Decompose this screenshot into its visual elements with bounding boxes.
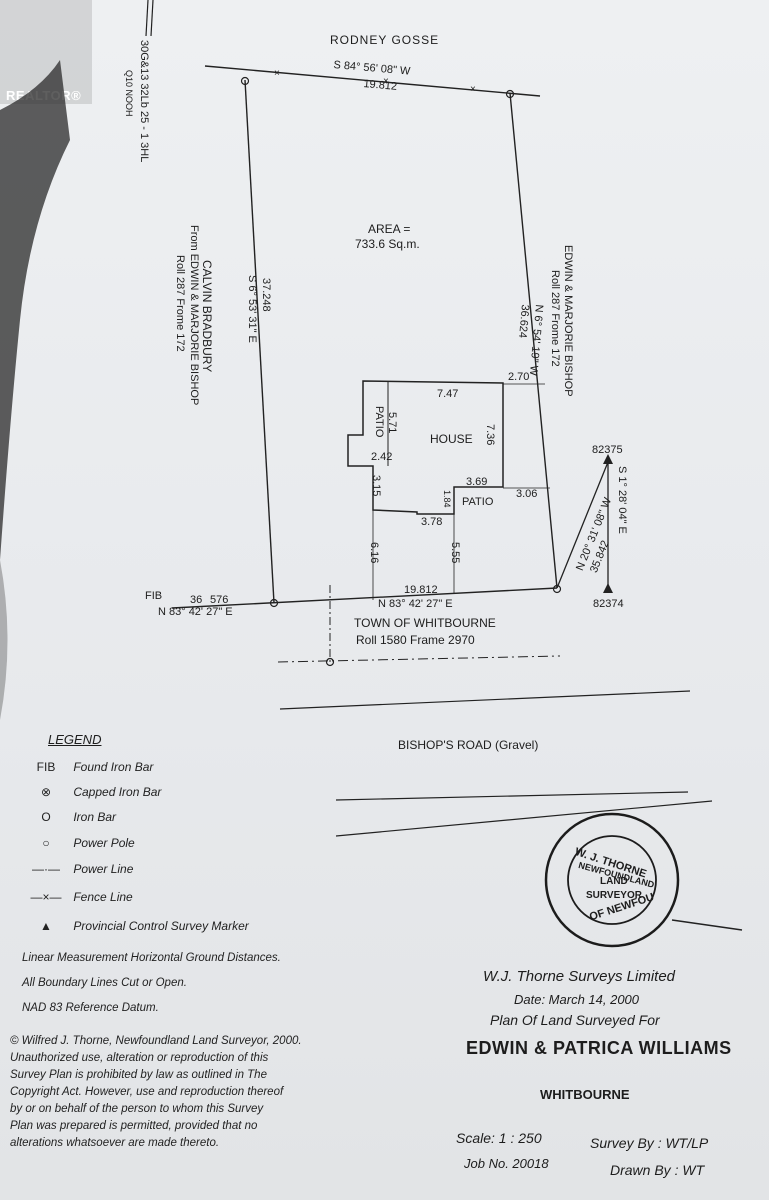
patio-bottom-label: PATIO bbox=[462, 496, 494, 508]
power-pole-icon: ○ bbox=[42, 836, 50, 850]
house-outline bbox=[347, 380, 504, 515]
west-neighbour-roll: Roll 287 Frome 172 bbox=[174, 255, 186, 352]
margin-shadow bbox=[0, 60, 70, 560]
copyright-line: © Wilfred J. Thorne, Newfoundland Land S… bbox=[10, 1035, 302, 1047]
road-edge-1 bbox=[279, 690, 691, 710]
power-line-icon: —·— bbox=[32, 862, 60, 876]
note-line: NAD 83 Reference Datum. bbox=[22, 1002, 159, 1014]
legend-label: Power Line bbox=[73, 862, 134, 876]
area-value: 733.6 Sq.m. bbox=[355, 237, 420, 251]
client-name: EDWIN & PATRICA WILLIAMS bbox=[466, 1038, 732, 1058]
iron-bar-icon: O bbox=[41, 810, 51, 824]
note-line: Linear Measurement Horizontal Ground Dis… bbox=[22, 952, 281, 964]
dim-bottom: 3.78 bbox=[421, 516, 443, 528]
surveyor-seal bbox=[544, 812, 743, 948]
house-label: HOUSE bbox=[430, 432, 473, 446]
dim-patio-w: 5.71 bbox=[386, 412, 398, 434]
legend-item: ⊗ Capped Iron Bar bbox=[22, 785, 161, 799]
copyright-line: by or on behalf of the person to whom th… bbox=[10, 1103, 264, 1115]
monument-vert-bearing: S 1° 28' 04" E bbox=[616, 466, 628, 534]
west-bearing: S 6° 53' 31" E bbox=[246, 275, 258, 343]
dim-set-east: 2.70 bbox=[508, 371, 530, 383]
east-neighbour-roll: Roll 287 Frome 172 bbox=[549, 270, 561, 367]
dim-patio2-h: 1.84 bbox=[442, 490, 452, 508]
legend-label: Capped Iron Bar bbox=[73, 785, 162, 799]
margin-text-2: Q10 NOOH bbox=[124, 70, 134, 117]
legend-item: ▲ Provincial Control Survey Marker bbox=[22, 919, 249, 933]
control-marker-icon: ▲ bbox=[40, 919, 52, 933]
seal-centre-1: LAND bbox=[600, 876, 628, 887]
north-boundary bbox=[204, 65, 541, 97]
road-edge-2 bbox=[335, 791, 689, 801]
north-neighbour: RODNEY GOSSE bbox=[330, 33, 440, 47]
svg-text:×: × bbox=[383, 76, 389, 87]
monument-82375: 82375 bbox=[592, 444, 623, 456]
area-label: AREA = bbox=[368, 222, 411, 236]
legend-title: LEGEND bbox=[48, 732, 102, 747]
legend-label: Fence Line bbox=[73, 890, 133, 904]
legend-label: Provincial Control Survey Marker bbox=[73, 919, 249, 933]
road-label: BISHOP'S ROAD (Gravel) bbox=[398, 738, 539, 752]
south-boundary bbox=[171, 587, 558, 609]
legend-label: Iron Bar bbox=[73, 810, 117, 824]
dim-right: 7.36 bbox=[484, 424, 496, 446]
dim-front-right: 5.55 bbox=[449, 542, 461, 564]
legend-label: Power Pole bbox=[73, 836, 135, 850]
margin-speckle bbox=[0, 560, 8, 720]
scale-text: Scale: 1 : 250 bbox=[456, 1130, 542, 1146]
copyright-line: alterations whatsoever are made thereto. bbox=[10, 1137, 220, 1149]
patio-top-label: PATIO bbox=[373, 406, 385, 438]
west-neighbour-from: From EDWIN & MARJORIE BISHOP bbox=[188, 225, 200, 406]
note-line: All Boundary Lines Cut or Open. bbox=[22, 977, 187, 989]
plan-title: Plan Of Land Surveyed For bbox=[490, 1012, 660, 1028]
south-roll: Roll 1580 Frame 2970 bbox=[356, 633, 475, 647]
dim-top: 7.47 bbox=[437, 388, 459, 400]
dim-patio-h: 2.42 bbox=[371, 451, 393, 463]
drawn-by: Drawn By : WT bbox=[610, 1162, 705, 1178]
legend-symbol: FIB bbox=[36, 760, 56, 774]
south-neighbour: TOWN OF WHITBOURNE bbox=[354, 616, 496, 630]
monument-82374: 82374 bbox=[593, 598, 624, 610]
margin-text-1: 30G&13 32Lb 25 - 1 3HL bbox=[138, 40, 150, 163]
south-fib: FIB bbox=[145, 590, 163, 602]
road-edge-3 bbox=[335, 800, 713, 837]
east-boundary bbox=[509, 92, 558, 589]
south-left-dist2: 576 bbox=[210, 594, 229, 606]
monument-diagonal bbox=[556, 461, 609, 589]
place-name: WHITBOURNE bbox=[540, 1087, 630, 1102]
west-boundary bbox=[244, 79, 275, 604]
legend-item: —×— Fence Line bbox=[22, 890, 133, 904]
copyright-line: Survey Plan is prohibited by law as outl… bbox=[10, 1069, 267, 1081]
svg-text:×: × bbox=[470, 84, 476, 95]
copyright-line: Plan was prepared is permitted, provided… bbox=[10, 1120, 258, 1132]
seal-centre-2: SURVEYOR bbox=[586, 890, 642, 901]
legend-item: FIB Found Iron Bar bbox=[22, 760, 154, 774]
legend-label: Found Iron Bar bbox=[73, 760, 154, 774]
south-bearing: N 83° 42' 27" E bbox=[378, 598, 453, 610]
south-left-dist1: 36 bbox=[190, 594, 203, 606]
copyright-line: Unauthorized use, alteration or reproduc… bbox=[10, 1052, 269, 1064]
legend-item: O Iron Bar bbox=[22, 810, 116, 824]
capped-iron-bar-icon: ⊗ bbox=[40, 785, 52, 799]
company-name: W.J. Thorne Surveys Limited bbox=[483, 968, 676, 985]
legend-item: —·— Power Line bbox=[22, 862, 133, 876]
dim-set-east2: 3.06 bbox=[516, 488, 538, 500]
south-left-bearing: N 83° 42' 27" E bbox=[158, 606, 233, 618]
job-number: Job No. 20018 bbox=[464, 1156, 549, 1171]
copyright-line: Copyright Act. However, use and reproduc… bbox=[10, 1086, 284, 1098]
dim-patio2-top: 3.69 bbox=[466, 476, 488, 488]
plan-date: Date: March 14, 2000 bbox=[514, 992, 640, 1007]
south-distance: 19.812 bbox=[404, 584, 438, 596]
dim-step: 3.15 bbox=[370, 475, 382, 497]
legend-item: ○ Power Pole bbox=[22, 836, 135, 850]
west-distance: 37.248 bbox=[260, 278, 272, 312]
dim-front-left: 6.16 bbox=[368, 542, 380, 564]
east-neighbour-name: EDWIN & MARJORIE BISHOP bbox=[562, 245, 574, 397]
west-neighbour-name: CALVIN BRADBURY bbox=[200, 260, 214, 373]
survey-by: Survey By : WT/LP bbox=[590, 1135, 709, 1151]
svg-text:×: × bbox=[274, 68, 280, 79]
fence-line-icon: —×— bbox=[30, 890, 62, 904]
